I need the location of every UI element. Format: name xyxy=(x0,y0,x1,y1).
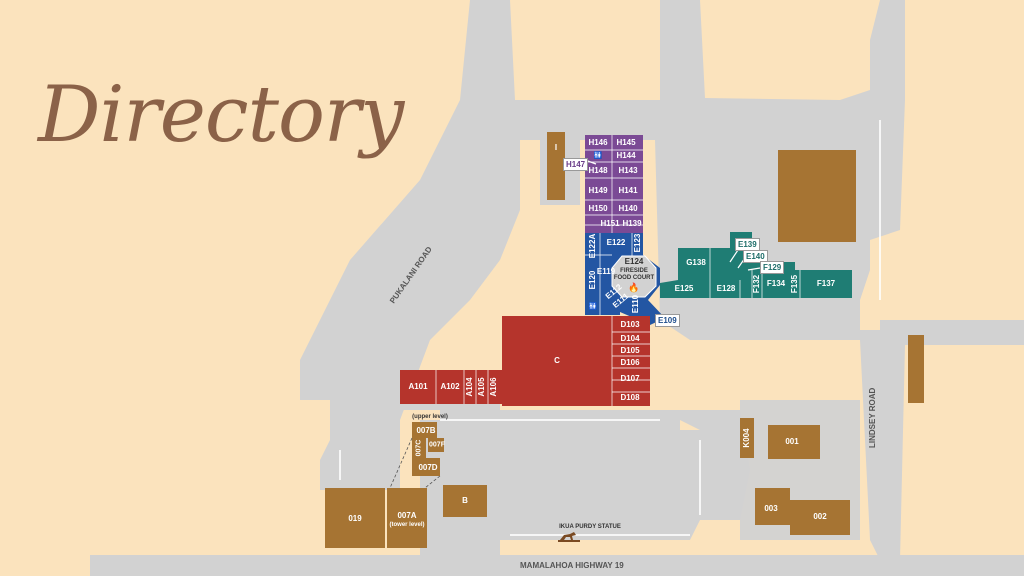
parking-lines xyxy=(339,120,881,536)
unit-E109[interactable]: E109 xyxy=(655,314,680,327)
unit-E122[interactable]: E122 xyxy=(606,238,626,247)
unit-H149[interactable]: H149 xyxy=(588,186,608,195)
statue-icon xyxy=(558,530,580,542)
unit-E119[interactable]: E119 xyxy=(596,267,616,276)
unit-D104[interactable]: D104 xyxy=(620,334,640,343)
unit-H151[interactable]: H151 xyxy=(600,219,620,228)
zone-a xyxy=(400,370,502,404)
unit-D106[interactable]: D106 xyxy=(620,358,640,367)
zone-c xyxy=(502,316,650,406)
unit-D107[interactable]: D107 xyxy=(620,374,640,383)
building-007F xyxy=(428,438,444,452)
unit-C[interactable]: C xyxy=(554,356,560,365)
unit-E128[interactable]: E128 xyxy=(716,284,736,293)
building-007B xyxy=(412,422,437,438)
food-court xyxy=(611,255,657,298)
unit-F132[interactable]: F132 xyxy=(752,274,761,294)
building-I xyxy=(547,132,565,200)
unit-H147[interactable]: H147 xyxy=(563,158,589,171)
unit-H143[interactable]: H143 xyxy=(618,166,638,175)
road-label-highway: MAMALAHOA HIGHWAY 19 xyxy=(520,561,624,570)
unit-E123[interactable]: E123 xyxy=(633,233,642,253)
unit-019[interactable]: 019 xyxy=(348,514,362,523)
unit-K004[interactable]: K004 xyxy=(742,428,751,448)
page-title: Directory xyxy=(38,70,404,160)
building-002-003 xyxy=(755,488,850,535)
restroom-icon-e: 🚻 xyxy=(588,303,598,311)
unit-E140[interactable]: E140 xyxy=(743,250,768,263)
building-B xyxy=(443,485,487,517)
unit-E122A[interactable]: E122A xyxy=(588,233,597,259)
unit-H139[interactable]: H139 xyxy=(622,219,642,228)
unit-007F[interactable]: 007F xyxy=(429,441,445,449)
unit-H146[interactable]: H146 xyxy=(588,138,608,147)
unit-A104[interactable]: A104 xyxy=(465,377,474,397)
unit-H145[interactable]: H145 xyxy=(616,138,636,147)
road-label-lindsey: LINDSEY ROAD xyxy=(868,387,877,448)
building-far-east xyxy=(908,335,924,403)
unit-H140[interactable]: H140 xyxy=(618,204,638,213)
building-K004 xyxy=(740,418,754,458)
unit-H141[interactable]: H141 xyxy=(618,186,638,195)
unit-H150[interactable]: H150 xyxy=(588,204,608,213)
food-court-name-line2: FOOD COURT xyxy=(613,275,655,281)
zone-h xyxy=(585,135,643,233)
unit-B[interactable]: B xyxy=(462,496,468,505)
unit-A105[interactable]: A105 xyxy=(477,377,486,397)
unit-F129[interactable]: F129 xyxy=(760,261,785,274)
upper-level-note: (upper level) xyxy=(412,414,448,420)
unit-E120[interactable]: E120 xyxy=(588,270,597,290)
building-large-east xyxy=(778,150,856,242)
unit-F135[interactable]: F135 xyxy=(790,274,799,294)
unit-007A[interactable]: 007A xyxy=(397,511,417,520)
unit-003[interactable]: 003 xyxy=(764,504,778,513)
fire-icon: 🔥 xyxy=(628,282,640,293)
unit-G138[interactable]: G138 xyxy=(686,258,706,267)
unit-A102[interactable]: A102 xyxy=(440,382,460,391)
building-007D xyxy=(412,458,440,476)
unit-007B[interactable]: 007B xyxy=(416,426,436,435)
unit-E125[interactable]: E125 xyxy=(674,284,694,293)
building-019 xyxy=(325,488,385,548)
unit-D108[interactable]: D108 xyxy=(620,393,640,402)
food-court-code[interactable]: E124 xyxy=(624,257,644,266)
unit-A101[interactable]: A101 xyxy=(408,382,428,391)
unit-I[interactable]: I xyxy=(554,143,558,152)
unit-H148[interactable]: H148 xyxy=(588,166,608,175)
restroom-icon: 🚻 xyxy=(593,152,603,160)
food-court-name-line1: FIRESIDE xyxy=(620,268,648,274)
building-001 xyxy=(768,425,820,459)
unit-D103[interactable]: D103 xyxy=(620,320,640,329)
statue-label[interactable]: IKUA PURDY STATUE xyxy=(559,524,621,530)
unit-H144[interactable]: H144 xyxy=(616,151,636,160)
unit-007D[interactable]: 007D xyxy=(418,463,438,472)
unit-A106[interactable]: A106 xyxy=(489,377,498,397)
building-007C xyxy=(412,438,426,458)
unit-E110[interactable]: E110 xyxy=(631,294,640,314)
unit-F137[interactable]: F137 xyxy=(816,279,836,288)
tower-level-note: (tower level) xyxy=(389,522,425,528)
unit-001[interactable]: 001 xyxy=(785,437,799,446)
unit-002[interactable]: 002 xyxy=(813,512,827,521)
unit-F134[interactable]: F134 xyxy=(766,279,786,288)
brown-buildings xyxy=(325,132,924,548)
unit-007C[interactable]: 007C xyxy=(415,439,423,457)
unit-D105[interactable]: D105 xyxy=(620,346,640,355)
zone-fg xyxy=(660,232,852,298)
building-007A xyxy=(387,488,427,548)
